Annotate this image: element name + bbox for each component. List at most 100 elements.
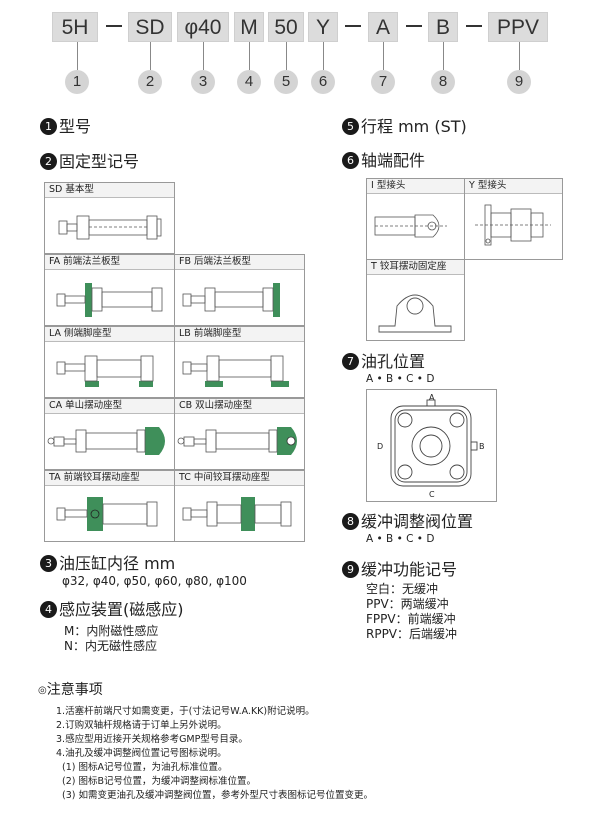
- mount-cell-ca: CA 单山摆动座型: [44, 398, 175, 470]
- code-part-sensor: M: [234, 12, 264, 42]
- code-part-valve: B: [428, 12, 458, 42]
- mount-label: TC 中间铰耳摆动座型: [175, 471, 304, 486]
- section-badge: 7: [342, 353, 359, 370]
- cylinder-drawing: [56, 355, 154, 387]
- y-joint-drawing: [475, 204, 551, 246]
- connector-line: [383, 42, 384, 70]
- code-dash: [345, 25, 361, 27]
- section-title: 油压缸内径 mm: [59, 554, 176, 573]
- section-badge: 2: [40, 153, 57, 170]
- code-part-mount: SD: [128, 12, 172, 42]
- note-line: 1.活塞杆前端尺寸如需变更，于(寸法记号W.A.KK)附记说明。: [56, 706, 315, 717]
- mount-cell-fb: FB 后端法兰板型: [174, 254, 305, 326]
- port-options: A • B • C • D: [366, 373, 435, 385]
- rod-end-t: T 铰耳摆动固定座: [366, 259, 465, 341]
- port-label-a: A: [429, 393, 435, 402]
- connector-line: [519, 42, 520, 70]
- section-title: 型号: [59, 117, 92, 136]
- rod-end-label: Y 型接头: [465, 179, 562, 194]
- rod-end-y: Y 型接头: [464, 178, 563, 260]
- sensor-option-n: N：内无磁性感应: [64, 639, 157, 653]
- code-part-cushion: PPV: [488, 12, 548, 42]
- cylinder-drawing: [182, 497, 292, 531]
- code-part-rod-end: Y: [308, 12, 338, 42]
- notes-bullet-icon: ◎: [38, 685, 47, 696]
- sensor-option-m: M：内附磁性感应: [64, 624, 159, 638]
- connector-line: [323, 42, 324, 70]
- index-badge: 7: [371, 70, 395, 94]
- valve-options: A • B • C • D: [366, 533, 435, 545]
- mount-label: TA 前端铰耳摆动座型: [45, 471, 174, 486]
- cylinder-drawing: [182, 283, 280, 317]
- index-badge: 4: [237, 70, 261, 94]
- model-code-row: 5H SD φ40 M 50 Y A B PPV: [52, 12, 552, 42]
- rod-end-i: I 型接头: [366, 178, 465, 260]
- i-joint-drawing: [374, 214, 447, 238]
- cylinder-drawing: [58, 215, 162, 240]
- section-badge: 4: [40, 601, 57, 618]
- mount-cell-ta: TA 前端铰耳摆动座型: [44, 470, 175, 542]
- note-line: (2) 图标B记号位置，为缓冲调整阀标准位置。: [62, 776, 256, 787]
- port-label-d: D: [377, 442, 383, 451]
- section-badge: 9: [342, 561, 359, 578]
- section-title: 感应装置(磁感应): [59, 600, 184, 619]
- index-badge: 1: [65, 70, 89, 94]
- mount-label: LA 侧端脚座型: [45, 327, 174, 342]
- mount-cell-sd: SD 基本型: [44, 182, 175, 254]
- mount-label: SD 基本型: [45, 183, 174, 198]
- notes-heading: ◎注意事项: [38, 681, 103, 700]
- index-badge: 5: [274, 70, 298, 94]
- cylinder-drawing: [47, 427, 165, 455]
- note-line: 2.订购双轴杆规格请于订单上另外说明。: [56, 720, 227, 731]
- notes-title: 注意事项: [46, 682, 103, 698]
- port-position-diagram: A B C D: [366, 389, 497, 502]
- clevis-bracket-drawing: [378, 294, 452, 333]
- cushion-option: RPPV：后端缓冲: [366, 627, 458, 641]
- code-dash: [406, 25, 422, 27]
- rod-end-label: T 铰耳摆动固定座: [367, 260, 464, 275]
- index-badge: 2: [138, 70, 162, 94]
- index-badge: 3: [191, 70, 215, 94]
- section-title: 缓冲功能记号: [361, 560, 458, 579]
- note-line: (3) 如需变更油孔及缓冲调整阀位置，参考外型尺寸表图标记号位置变更。: [62, 790, 373, 801]
- rod-end-label: I 型接头: [367, 179, 464, 194]
- cylinder-drawing: [56, 283, 163, 317]
- note-line: 3.感应型用近接开关规格参考GMP型号目录。: [56, 734, 248, 745]
- cylinder-drawing: [182, 355, 289, 387]
- note-line: 4.油孔及缓冲调整阀位置记号图标说明。: [56, 748, 227, 759]
- section-badge: 3: [40, 555, 57, 572]
- code-part-port: A: [368, 12, 398, 42]
- cylinder-drawing: [56, 497, 158, 531]
- mount-cell-tc: TC 中间铰耳摆动座型: [174, 470, 305, 542]
- cushion-option: FPPV：前端缓冲: [366, 612, 456, 626]
- code-dash: [466, 25, 482, 27]
- mount-label: LB 前端脚座型: [175, 327, 304, 342]
- section-badge: 8: [342, 513, 359, 530]
- code-part-bore: φ40: [177, 12, 229, 42]
- mount-cell-la: LA 侧端脚座型: [44, 326, 175, 398]
- mount-label: FB 后端法兰板型: [175, 255, 304, 270]
- section-badge: 5: [342, 118, 359, 135]
- section-title: 缓冲调整阀位置: [361, 512, 474, 531]
- connector-line: [249, 42, 250, 70]
- section-title: 行程 mm (ST): [361, 117, 467, 136]
- cushion-option: PPV：两端缓冲: [366, 597, 449, 611]
- mount-label: CB 双山摆动座型: [175, 399, 304, 414]
- note-line: (1) 图标A记号位置，为油孔标准位置。: [62, 762, 228, 773]
- mount-label: CA 单山摆动座型: [45, 399, 174, 414]
- index-badge: 8: [431, 70, 455, 94]
- section-badge: 6: [342, 152, 359, 169]
- section-title: 固定型记号: [59, 152, 140, 171]
- mount-cell-fa: FA 前端法兰板型: [44, 254, 175, 326]
- section-title: 轴端配件: [361, 151, 426, 170]
- cushion-option: 空白：无缓冲: [366, 582, 439, 596]
- port-label-c: C: [429, 490, 435, 499]
- connector-line: [286, 42, 287, 70]
